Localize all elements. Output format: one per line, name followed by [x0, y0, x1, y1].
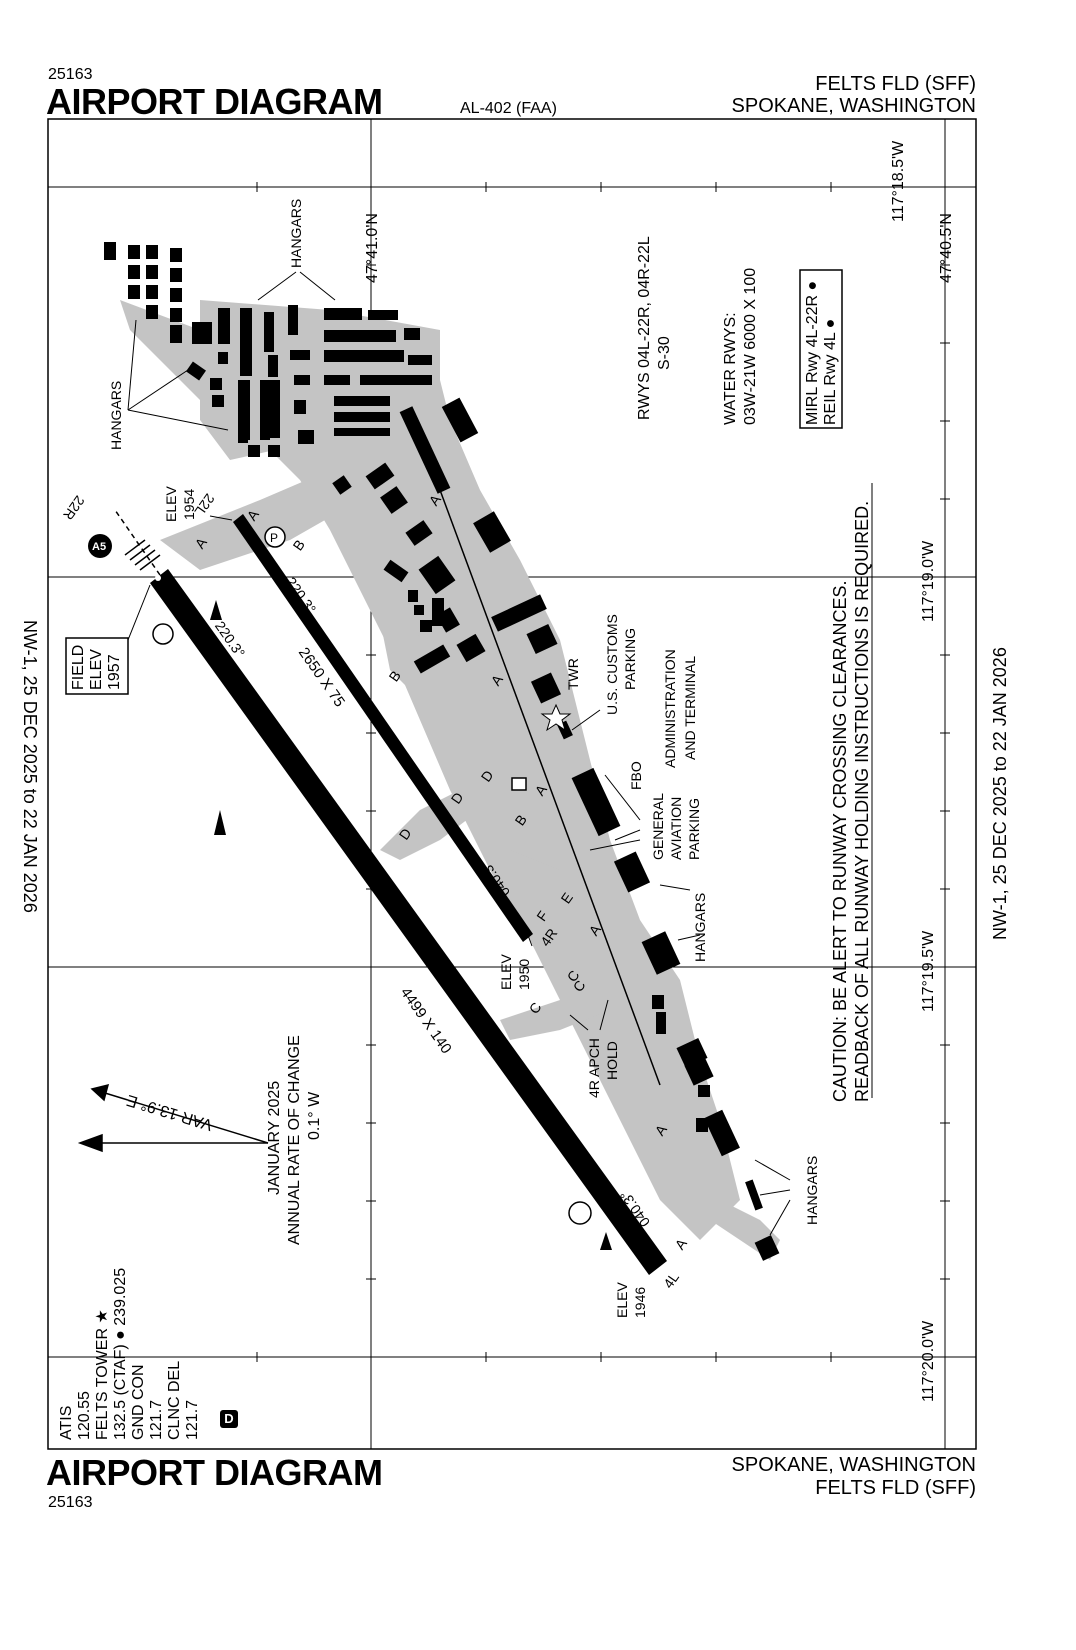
- hold-bars: [439, 489, 661, 1086]
- freq-line: CLNC DEL: [166, 1360, 183, 1440]
- field-elev-box: [65, 637, 129, 695]
- footer-airport: FELTS FLD (SFF): [815, 1477, 976, 1499]
- surface-info: S-30: [656, 336, 673, 370]
- windsock-icon: [214, 810, 226, 835]
- mirl-info: MIRL Rwy 4L-22R ●: [804, 280, 821, 425]
- water-runways: 03W-21W 6000 X 100: [742, 267, 759, 425]
- customs-label: U.S. CUSTOMS: [604, 614, 620, 715]
- header-title: AIRPORT DIAGRAM: [46, 81, 383, 122]
- threshold-light: [155, 575, 161, 581]
- tower-label: TWR: [565, 658, 581, 690]
- ga-label-3: PARKING: [686, 798, 702, 860]
- pavement: [120, 300, 780, 1260]
- twy-e: [510, 850, 600, 900]
- parking-p-icon: [264, 526, 286, 548]
- rwy-22R-extended-centerline: [114, 509, 161, 576]
- variation-rate: 0.1° W: [306, 1091, 323, 1140]
- admin-label: ADMINISTRATION: [662, 649, 678, 768]
- vasi-icon: [152, 623, 174, 645]
- buildings: [104, 242, 780, 1261]
- variation-arrows: [77, 1083, 269, 1153]
- footer-chart-number: 25163: [48, 1494, 93, 1511]
- parking-p-label: P: [270, 531, 279, 545]
- footer-location: SPOKANE, WASHINGTON: [731, 1454, 976, 1476]
- hotspot-a5-label: A5: [92, 541, 107, 553]
- freq-line: 132.5 (CTAF) ● 239.025: [112, 1267, 129, 1440]
- lon-label: 117°19.0'W: [920, 540, 937, 622]
- elev-label: ELEV: [163, 486, 179, 522]
- freq-line: 121.7: [148, 1399, 165, 1440]
- footer-title: AIRPORT DIAGRAM: [46, 1452, 383, 1493]
- ga-label-1: GENERAL: [650, 793, 666, 860]
- caution-line-2: READBACK OF ALL RUNWAY HOLDING INSTRUCTI…: [852, 500, 872, 1102]
- fbo-building: [511, 777, 527, 791]
- lat-label: 47°41.0'N: [364, 213, 381, 283]
- reil-info: REIL Rwy 4L ●: [822, 318, 839, 425]
- field-elev-1: FIELD: [70, 644, 87, 690]
- header-chart-number: 25163: [48, 66, 93, 83]
- variation-rate-label: ANNUAL RATE OF CHANGE: [286, 1035, 303, 1245]
- hangars-label: HANGARS: [804, 1155, 820, 1225]
- elev-value: 1946: [632, 1286, 648, 1318]
- admin-label-2: AND TERMINAL: [682, 656, 698, 760]
- lon-label: 117°20.0'W: [920, 1320, 937, 1402]
- variation-epoch: JANUARY 2025: [266, 1080, 283, 1195]
- leader-lines: [127, 271, 791, 1236]
- freq-line: GND CON: [130, 1364, 147, 1440]
- freq-line: ATIS: [58, 1405, 75, 1440]
- fbo-label: FBO: [628, 761, 644, 790]
- building: [104, 242, 116, 260]
- water-runways-title: WATER RWYS:: [722, 312, 739, 425]
- apch-hold-label-2: HOLD: [604, 1041, 620, 1080]
- header-airport: FELTS FLD (SFF): [815, 73, 976, 95]
- elev-label: ELEV: [614, 1282, 630, 1318]
- lighting-box: [799, 269, 843, 429]
- twy-c: [500, 990, 610, 1040]
- header-procedure-id: AL-402 (FAA): [460, 100, 557, 117]
- frequencies-block: ATIS 120.55 FELTS TOWER ★ 132.5 (CTAF) ●…: [58, 1268, 202, 1440]
- lat-label: 47°40.5'N: [938, 213, 955, 283]
- main-ramp: [120, 300, 740, 1240]
- ga-label-2: AVIATION: [668, 796, 684, 860]
- atis-d-badge: D: [220, 1410, 238, 1428]
- hangars-label: HANGARS: [288, 198, 304, 268]
- lon-label: 117°18.5'W: [890, 140, 907, 222]
- runways: [114, 509, 667, 1275]
- hotspot-a5-icon: [88, 534, 112, 558]
- header-location: SPOKANE, WASHINGTON: [731, 95, 976, 117]
- apch-hold-label: 4R APCH: [586, 1038, 602, 1098]
- runway-4L-22R: [150, 569, 667, 1275]
- freq-line: 120.55: [76, 1391, 93, 1440]
- symbols: [88, 526, 612, 1250]
- twy-d: [380, 790, 480, 860]
- hangars-label: HANGARS: [692, 892, 708, 962]
- customs-label-2: PARKING: [622, 628, 638, 690]
- runway-4R-22L: [233, 514, 533, 942]
- caution-line-1: CAUTION: BE ALERT TO RUNWAY CROSSING CLE…: [830, 580, 850, 1102]
- lon-label: 117°19.5'W: [920, 930, 937, 1012]
- elev-label: ELEV: [498, 954, 514, 990]
- tower-star-icon: [540, 703, 572, 732]
- threshold-22R: [124, 539, 161, 571]
- vasi-icon: [568, 1201, 592, 1225]
- hangars-label: HANGARS: [108, 380, 124, 450]
- freq-line: 121.7: [184, 1399, 201, 1440]
- freq-line: FELTS TOWER ★: [94, 1309, 111, 1440]
- field-elev-3: 1957: [106, 654, 123, 690]
- beacon-icon: [210, 600, 222, 620]
- twy-a-north: [160, 470, 360, 570]
- beacon-icon: [600, 1232, 612, 1250]
- runways-info: RWYS 04L-22R, 04R-22L: [636, 236, 653, 420]
- chart-frame: [47, 118, 977, 1450]
- field-elev-2: ELEV: [88, 649, 105, 690]
- elev-value: 1950: [516, 958, 532, 990]
